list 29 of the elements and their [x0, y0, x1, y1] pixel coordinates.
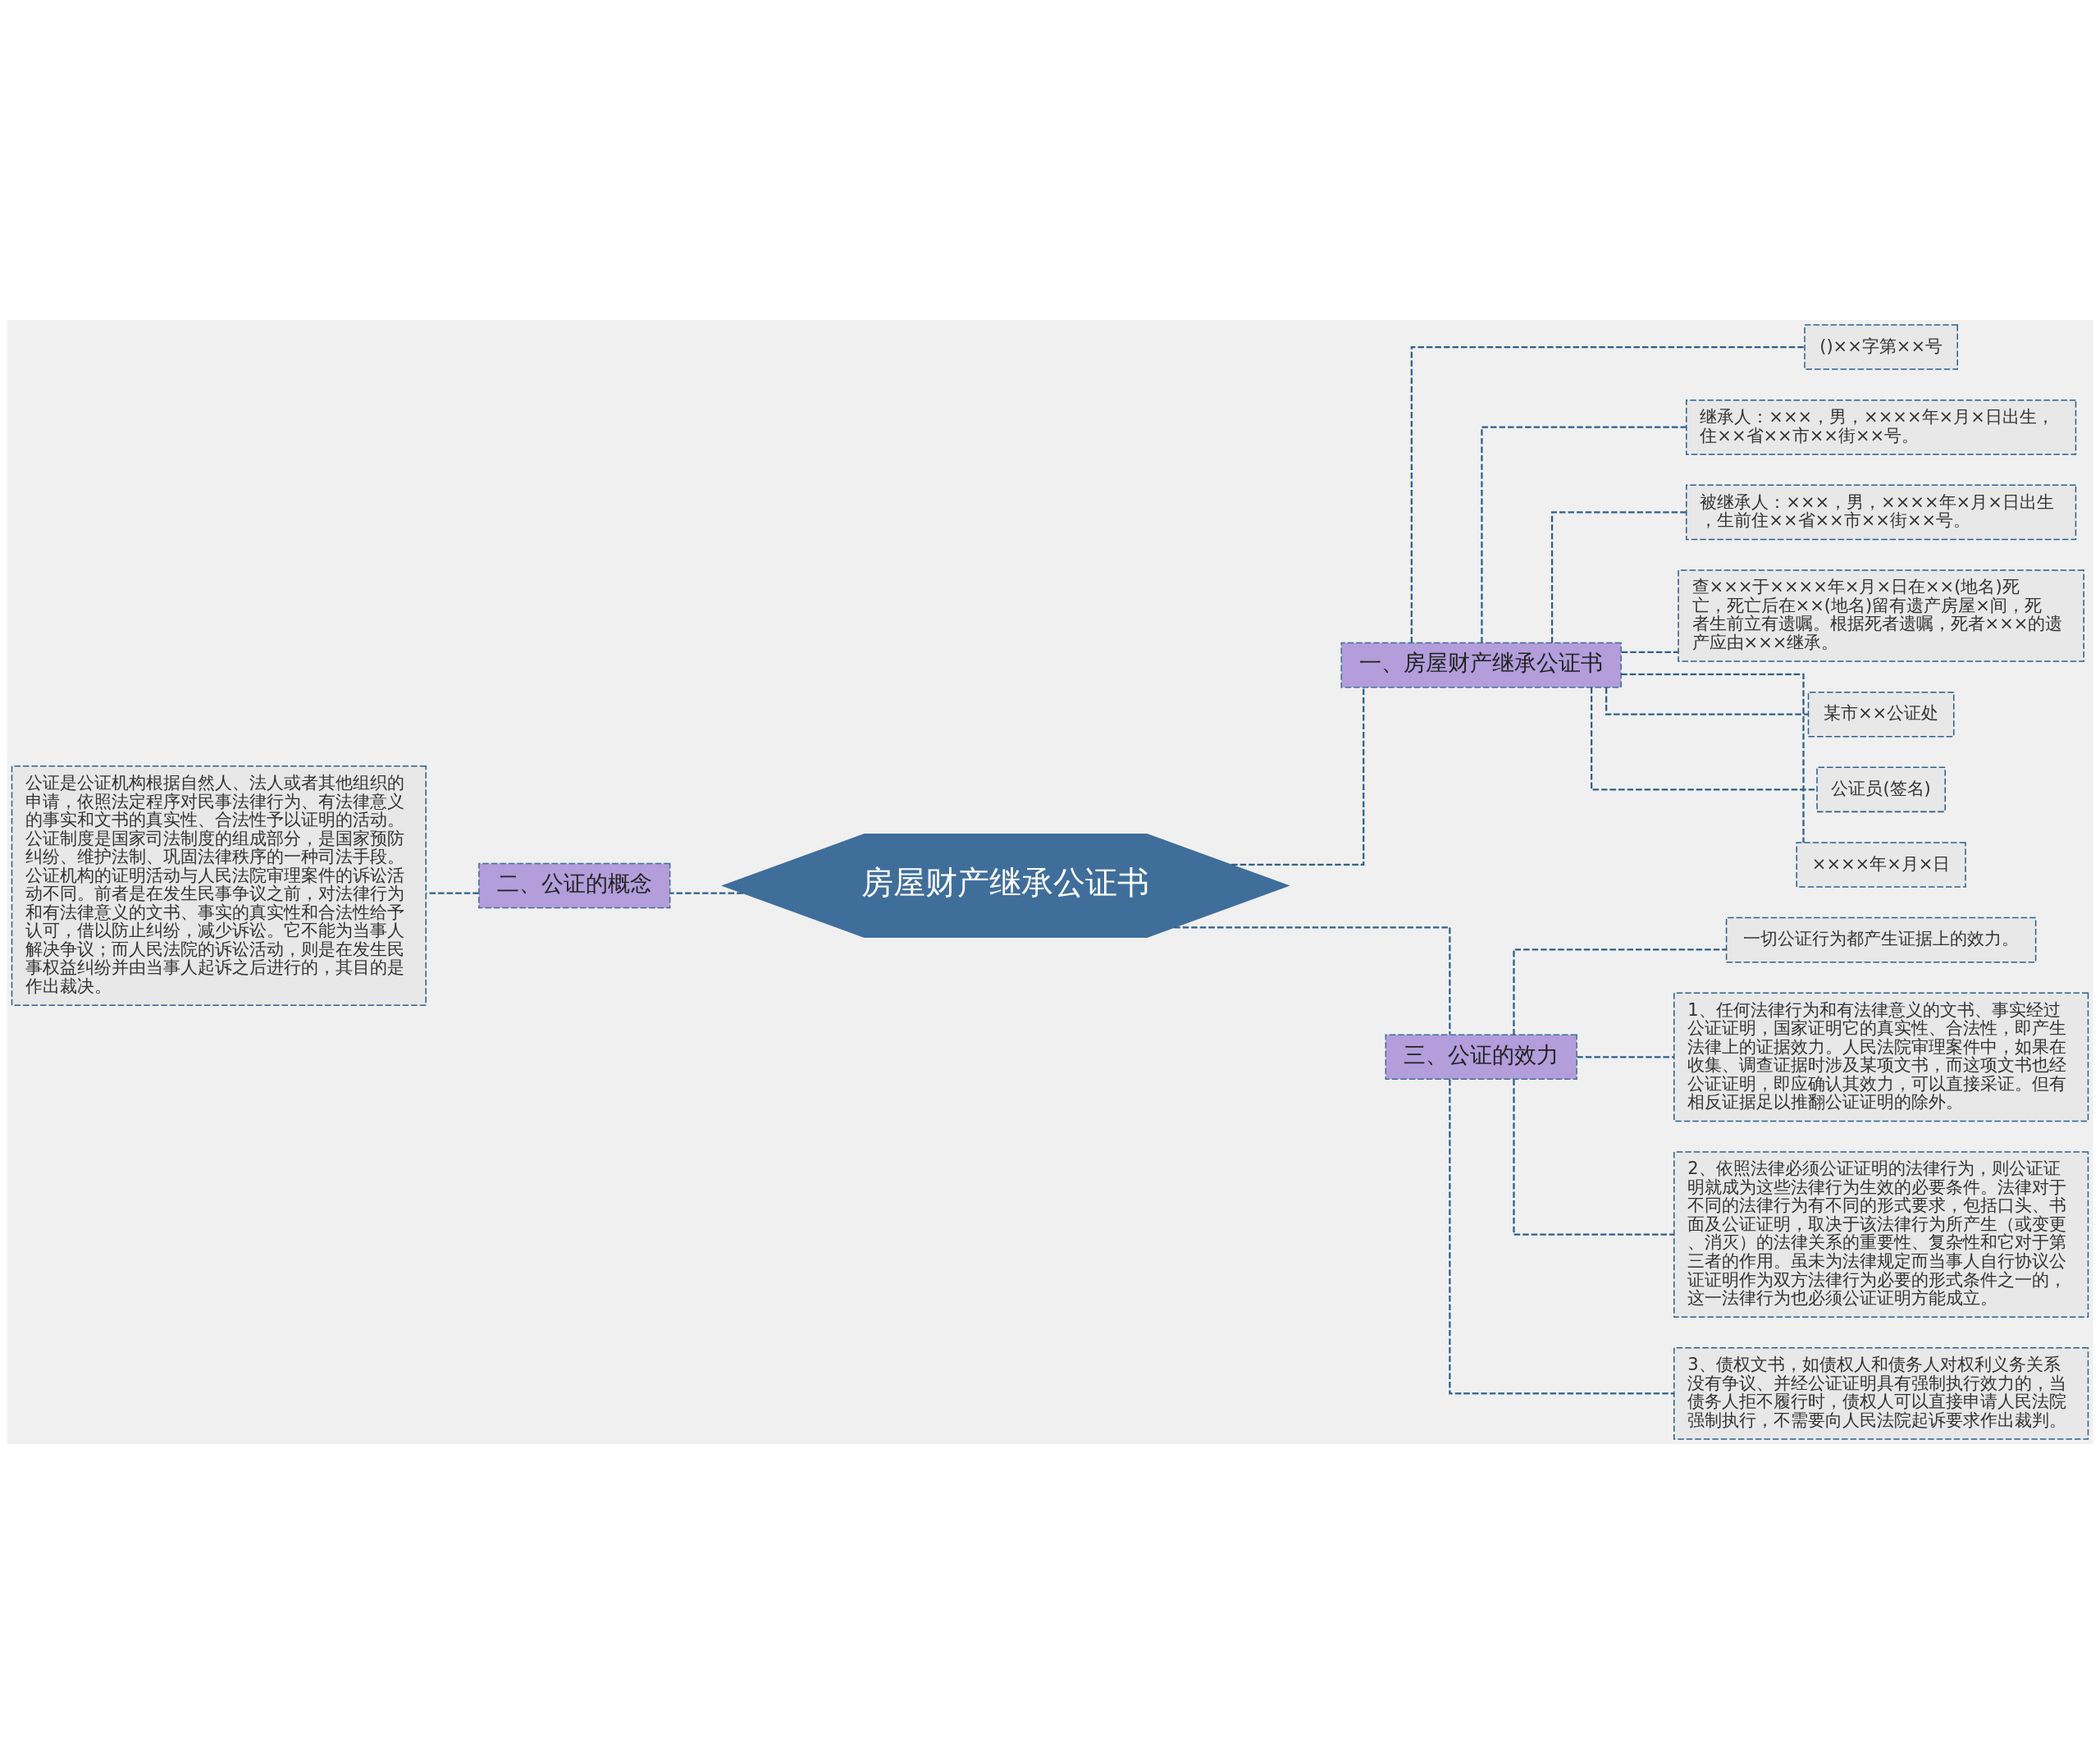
node-box: 公证员(签名) [1816, 766, 1946, 813]
connector [1605, 687, 1809, 715]
connector [1174, 926, 1451, 1035]
node-box: 某市××公证处 [1807, 691, 1955, 738]
connector [1591, 687, 1817, 791]
connector [670, 892, 743, 894]
connector [1621, 651, 1678, 653]
node-box: 二、公证的概念 [478, 862, 671, 909]
connector [1231, 688, 1365, 866]
connector [1513, 1079, 1674, 1236]
node-box: 2、依照法律必须公证证明的法律行为，则公证证明就成为这些法律行为生效的必要条件。法律对于不同的法律行为有不同的形式要求，包括口头、书面及公证证明，取决于该法律行为所产生（或变更、消灭）的法律关系的重要性、复杂性和它对于第三者的作用。虽未为法律规定而当事人自行协议公证证明作为双方法律行为必要的形式条件之一的，这一法律行为也必须公证证明方能成立。 [1673, 1151, 2089, 1318]
connector [1481, 426, 1687, 643]
connector [1550, 511, 1687, 643]
node-box: ××××年×月×日 [1796, 842, 1966, 888]
node-box: 3、债权文书，如债权人和债务人对权利义务关系没有争议、并经公证证明具有强制执行效力的，当债务人拒不履行时，债权人可以直接申请人民法院强制执行，不需要向人民法院起诉要求作出裁判。 [1673, 1347, 2089, 1440]
node-box: 查×××于××××年×月×日在××(地名)死亡，死亡后在××(地名)留有遗产房屋×间，死者生前立有遗嘱。根据死者遗嘱，死者×××的遗产应由×××继承。 [1678, 569, 2084, 662]
node-box: 继承人：×××，男，××××年×月×日出生，住××省××市××街××号。 [1686, 399, 2077, 455]
connector [1513, 948, 1727, 1035]
connector [1410, 345, 1805, 643]
node-box: 1、任何法律行为和有法律意义的文书、事实经过公证证明，国家证明它的真实性、合法性，即产生法律上的证据效力。人民法院审理案件中，如果在收集、调查证据时涉及某项文书，而这项文书也经公证证明，即应确认其效力，可以直接采证。但有相反证据足以推翻公证证明的除外。 [1673, 992, 2089, 1122]
node-box: 被继承人：×××，男，××××年×月×日出生，生前住××省××市××街××号。 [1686, 484, 2077, 541]
connector [1621, 673, 1805, 843]
connector [1449, 1079, 1674, 1395]
node-box: 一切公证行为都产生证据上的效力。 [1725, 916, 2037, 963]
connector [1577, 1056, 1674, 1058]
node-box: ()××字第××号 [1804, 324, 1958, 370]
node-box: 一、房屋财产继承公证书 [1340, 642, 1622, 688]
node-box: 公证是公证机构根据自然人、法人或者其他组织的申请，依照法定程序对民事法律行为、有法律意义的事实和文书的真实性、合法性予以证明的活动。公证制度是国家司法制度的组成部分，是国家预防纠纷、维护法制、巩固法律秩序的一种司法手段。公证机构的证明活动与人民法院审理案件的诉讼活动不同。前者是在发生民事争议之前，对法律行为和有法律意义的文书、事实的真实性和合法性给予认可，借以防止纠纷，减少诉讼。它不能为当事人解决争议；而人民法院的诉讼活动，则是在发生民事权益纠纷并由当事人起诉之后进行的，其目的是作出裁决。 [11, 765, 427, 1006]
node-box: 三、公证的效力 [1385, 1034, 1577, 1081]
